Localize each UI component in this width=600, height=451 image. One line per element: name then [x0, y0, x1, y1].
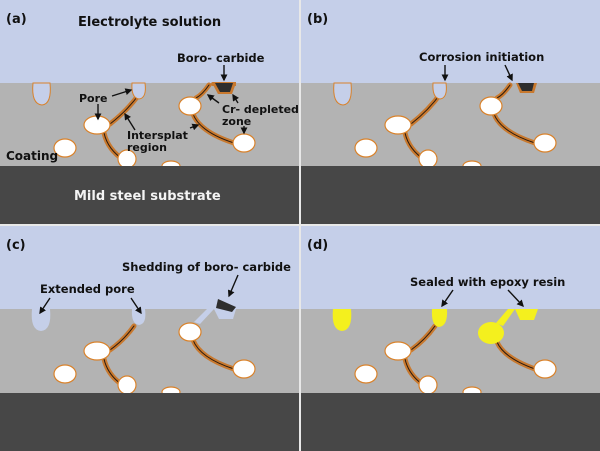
shed-borocarbide-particle	[216, 299, 236, 312]
splats	[354, 341, 557, 398]
electrolyte-layer	[301, 226, 600, 309]
panel-a: (a) Electrolyte solution Boro- carbide P…	[0, 0, 299, 224]
borocarbide-particle-core	[215, 83, 233, 92]
splats	[354, 96, 557, 172]
epoxy-sealed-splat	[478, 322, 504, 344]
sealed-label: Sealed with epoxy resin	[410, 275, 565, 289]
epoxy-sealed-pore	[332, 309, 352, 331]
borocarbide-particle-core	[518, 83, 534, 91]
arrow-extended-pore-1	[39, 297, 51, 315]
arrow-corrosion-borocarbide	[504, 64, 513, 82]
pore	[131, 82, 146, 100]
arrow-intersplat	[124, 112, 136, 131]
electrolyte-layer	[301, 0, 600, 83]
annotation-arrows	[39, 274, 239, 315]
annotation-arrows	[94, 65, 248, 135]
pore	[333, 82, 352, 106]
panel-d: (d) Sealed with epoxy resin	[301, 226, 600, 451]
pore	[32, 82, 51, 106]
intersplat-label-line2: region	[127, 141, 167, 154]
pore	[432, 82, 447, 100]
extended-intersplat-channel	[194, 309, 214, 324]
arrow-extended-pore-2	[130, 297, 142, 315]
crdepleted-label-line1: Cr- depleted	[222, 103, 299, 116]
substrate-layer	[0, 393, 299, 451]
borocarbide-label: Boro- carbide	[177, 51, 265, 65]
panel-tag: (a)	[6, 12, 27, 27]
annotation-arrows	[441, 64, 513, 82]
arrow-sealed-pore	[441, 289, 454, 308]
pore-label: Pore	[79, 92, 108, 105]
extended-pore	[31, 309, 51, 331]
arrow-shedding	[227, 274, 239, 298]
epoxy-sealed-channel	[496, 309, 515, 326]
substrate-label: Mild steel substrate	[74, 189, 221, 204]
coating-label: Coating	[6, 149, 58, 163]
electrolyte-layer	[0, 0, 299, 83]
crdepleted-label-line2: zone	[222, 115, 251, 128]
panel-tag: (c)	[6, 238, 26, 253]
arrow-sealed-borocarbide	[507, 289, 524, 308]
shedding-label: Shedding of boro- carbide	[122, 260, 291, 274]
electrolyte-label: Electrolyte solution	[78, 15, 221, 30]
coating-layer	[301, 309, 600, 393]
epoxy-sealed-pore	[431, 309, 448, 327]
arrow-crdepleted-2	[232, 93, 239, 104]
arrow-intersplat-2	[189, 123, 200, 131]
coating-layer	[0, 309, 299, 393]
panel-c: (c) Shedding of boro- carbide Extended p…	[0, 226, 299, 451]
substrate-layer	[301, 166, 600, 224]
panel-tag: (d)	[307, 238, 328, 253]
arrow-pore-to-pore	[111, 88, 133, 97]
electrolyte-layer	[0, 226, 299, 309]
arrow-crdepleted-1	[206, 94, 220, 104]
intersplat-label-line1: Intersplat	[127, 129, 188, 142]
panel-tag: (b)	[307, 12, 328, 27]
epoxy-sealed-borocarbide-cavity	[515, 309, 538, 320]
corrosion-initiation-label: Corrosion initiation	[419, 50, 544, 64]
extended-pore-label: Extended pore	[40, 282, 135, 296]
annotation-arrows	[441, 289, 524, 308]
panel-b: (b) Corrosion initiation	[301, 0, 600, 224]
substrate-layer	[301, 393, 600, 451]
